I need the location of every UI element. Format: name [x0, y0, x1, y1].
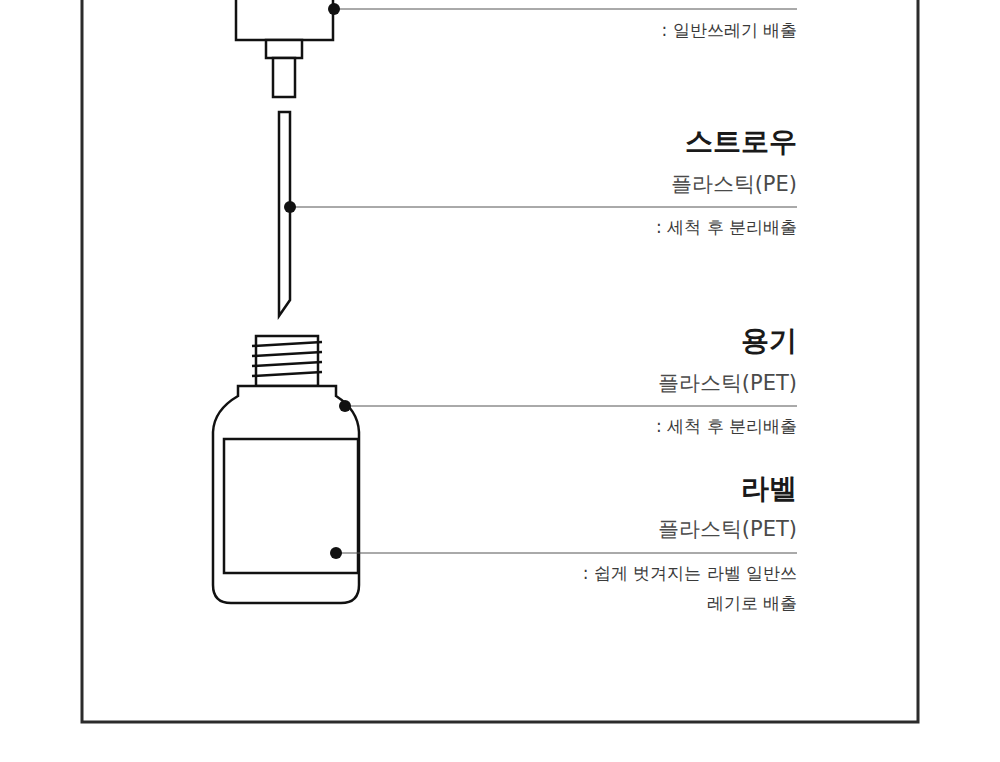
material: 플라스틱(PET): [658, 515, 797, 543]
material: 플라스틱(PE): [671, 170, 797, 198]
disposal-note: : 세척 후 분리배출: [656, 212, 797, 242]
cap-neck: [266, 40, 302, 58]
nozzle: [273, 58, 295, 97]
leader-lines: [290, 9, 797, 553]
leader-dots: [284, 3, 351, 559]
straw: [279, 112, 290, 316]
threads: [252, 342, 322, 376]
frame: [82, 0, 918, 722]
disposal-note: : 쉽게 벗겨지는 라벨 일반쓰레기로 배출: [582, 558, 797, 618]
disposal-note: : 세척 후 분리배출: [656, 411, 797, 441]
disposal-note: : 일반쓰레기 배출: [661, 15, 797, 45]
material: 플라스틱(PET): [658, 369, 797, 397]
cap: [236, 0, 333, 40]
label-area: [224, 439, 358, 573]
part-name: 스트로우: [685, 123, 797, 161]
part-name: 용기: [741, 322, 797, 360]
bottle-body: [213, 386, 359, 603]
part-name: 라벨: [741, 470, 797, 508]
